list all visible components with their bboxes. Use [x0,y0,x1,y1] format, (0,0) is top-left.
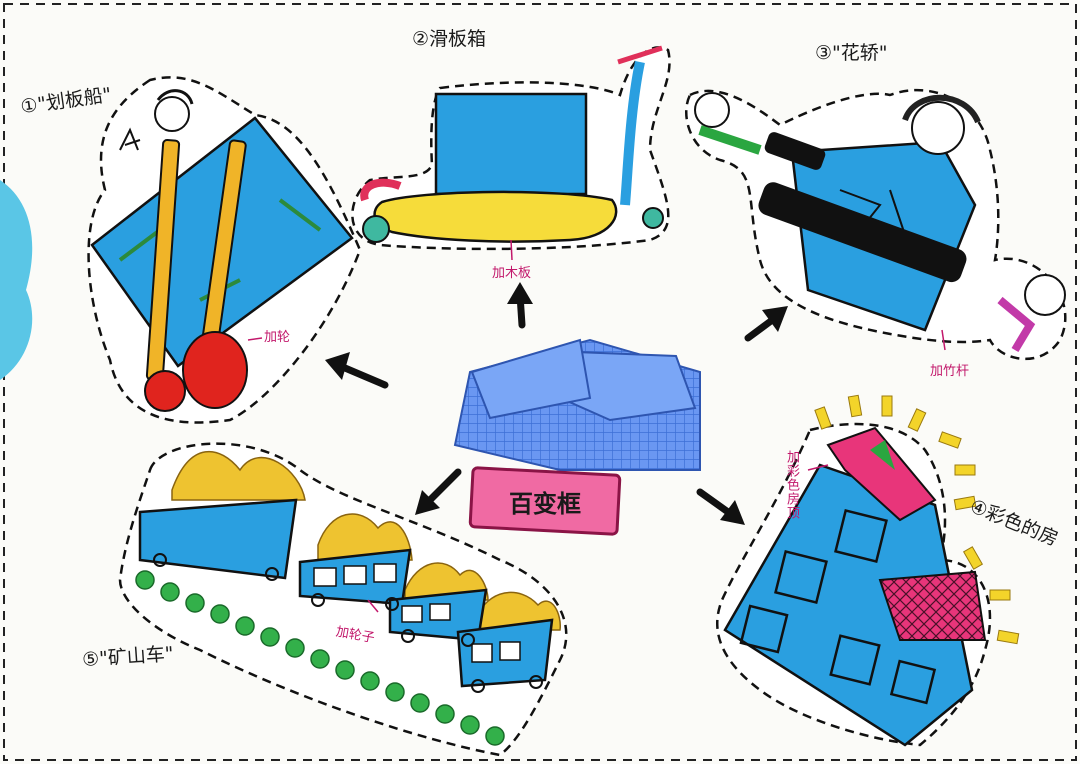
house-roof-left [826,426,937,522]
label-scooter: ②滑板箱 [412,28,487,50]
scooter-yellow-board [373,190,618,243]
sedan-pole-black [758,182,967,283]
sedan-bearer-back-body [997,296,1036,353]
note-sedan: 加竹杆 [930,364,970,379]
sedan-rider-head [911,101,965,155]
note-house: 加彩色房顶 [784,450,799,520]
train-car-1 [138,498,298,580]
center-crates-photo [453,338,701,471]
arrow-to-house [696,488,732,516]
house-window-2 [774,550,828,604]
arrow-head-sedan [762,306,788,332]
house-window-5 [889,659,937,705]
scooter-handlebar [617,45,663,65]
house-sun-rays [814,394,1020,645]
boat-wheel-left [144,370,186,412]
arrow-to-train [424,468,462,506]
page-dashed-border [3,3,1077,761]
train-track-beads [135,570,505,746]
arrows [325,282,788,525]
house-roof-right [878,570,987,641]
arrow-head-train [415,490,440,515]
note-boat: 加轮 [264,330,291,345]
scooter-drawing [351,45,671,251]
sedan-bearer-front-head [694,92,730,128]
house-window-4 [829,634,881,686]
scooter-blue-box [434,92,588,196]
house-window-3 [739,604,789,654]
scooter-wheel-front [642,207,664,229]
sedan-bearer-front-body [698,125,762,155]
boat-child-head [154,96,190,132]
edge-paint-smear [0,180,33,380]
arrow-to-boat [341,364,389,389]
scooter-rear-fender [360,178,402,202]
label-sedan: ③"花轿" [815,42,888,64]
house-drawing [716,394,1020,747]
note-pointers [247,239,946,613]
house-window-1 [834,509,888,563]
arrow-head-house [720,500,745,525]
note-scooter: 加木板 [492,266,532,281]
boat-wheel-right [182,331,248,409]
boat-drawing [87,76,362,424]
sedan-chair-drawing [685,88,1067,360]
scooter-handle-pole [620,60,645,206]
center-label-box: 百变框 [468,466,622,536]
mine-train-drawing [118,442,568,757]
center-label-text: 百变框 [509,489,581,518]
arrow-head-scooter [507,282,533,304]
boat-child-arm [119,127,141,151]
crate-top-left [470,338,592,420]
sedan-bearer-back-head [1024,274,1066,316]
scooter-wheel-rear [362,215,390,243]
arrow-head-boat [325,352,350,380]
